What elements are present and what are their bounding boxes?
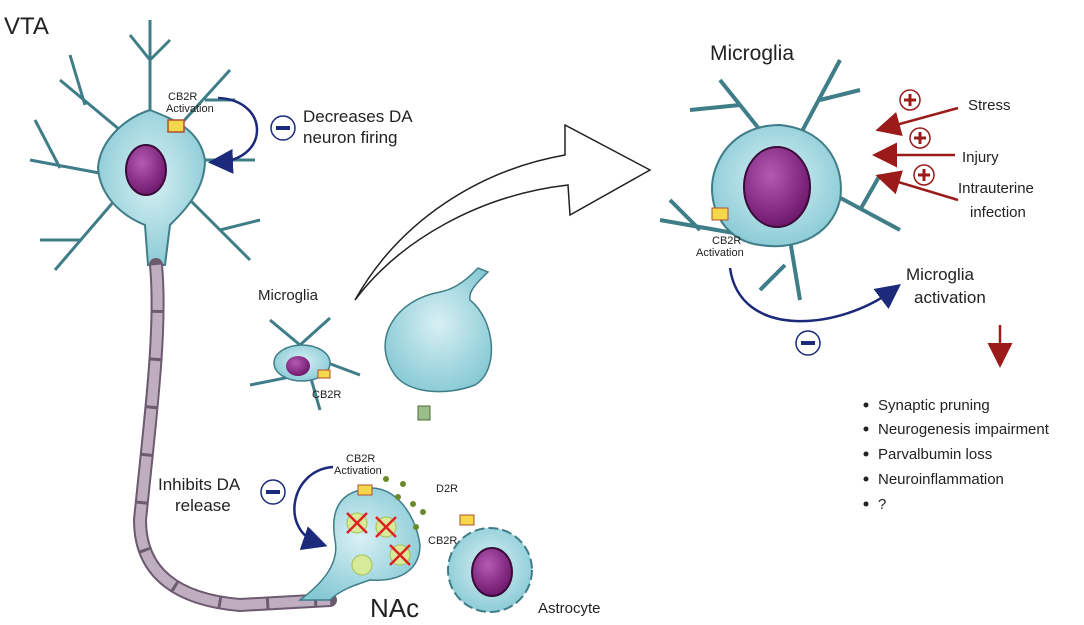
large-microglia: [659, 59, 901, 301]
infection-label: infection: [970, 204, 1026, 221]
vta-neuron: [29, 20, 261, 271]
outcome-list: Synaptic pruning Neurogenesis impairment…: [863, 397, 1050, 513]
cb2r-big-label: CB2R: [712, 235, 741, 247]
cb2r-small-label: CB2R: [312, 389, 341, 401]
small-microglia: [249, 316, 361, 411]
blocked-vesicle-cross-icon: [346, 512, 411, 566]
stress-label: Stress: [968, 97, 1011, 114]
decreases-label-2: neuron firing: [303, 128, 398, 147]
cb2r-receptor-icon: [167, 119, 185, 133]
outcome-item: Synaptic pruning: [878, 397, 990, 414]
astrocyte: [447, 514, 533, 613]
outcome-item: ?: [878, 496, 886, 513]
decreases-label: Decreases DA: [303, 107, 413, 126]
axon: [132, 258, 337, 613]
minus-icon: [795, 330, 821, 356]
plus-icon: [909, 127, 931, 149]
injury-label: Injury: [962, 149, 999, 166]
d2r-receptor-icon: [417, 405, 431, 421]
cb2r-terminal-label: CB2R: [346, 453, 375, 465]
activation-label: Activation: [166, 103, 214, 115]
inhibits-label: Inhibits DA: [158, 475, 241, 494]
outcome-item: Parvalbumin loss: [878, 446, 992, 463]
dopamine-dots: [383, 476, 426, 530]
outcome-item: Neurogenesis impairment: [878, 421, 1050, 438]
cb2r-receptor-icon: [357, 484, 373, 496]
inhibit-arrow: [293, 465, 334, 550]
intrauterine-label: Intrauterine: [958, 180, 1034, 197]
inhibits-label-2: release: [175, 496, 231, 515]
minus-icon: [270, 115, 296, 141]
infection-arrow: [875, 170, 959, 202]
decrease-arrow: [208, 96, 259, 174]
microglia-big-label: Microglia: [710, 42, 794, 65]
postsynaptic-neuron: [384, 267, 493, 393]
zoom-arrow: [354, 123, 652, 301]
vta-nucleus: [125, 144, 167, 196]
microglia-activation-label: Microglia: [906, 265, 975, 284]
plus-icon: [913, 164, 935, 186]
outcome-item: Neuroinflammation: [878, 471, 1004, 488]
nac-label: NAc: [370, 593, 419, 623]
activation-big-label: Activation: [696, 247, 744, 259]
activation-terminal-label: Activation: [334, 465, 382, 477]
microglia-activation-label-2: activation: [914, 288, 986, 307]
astrocyte-label: Astrocyte: [538, 600, 601, 617]
axon-terminal: [297, 487, 421, 601]
microglia-small-label: Microglia: [258, 287, 319, 304]
vta-label: VTA: [4, 13, 49, 40]
plus-icon: [899, 89, 921, 111]
minus-icon: [260, 479, 286, 505]
d2r-label: D2R: [436, 483, 458, 495]
activation-inhibit-arrow: [728, 267, 901, 323]
cb2r-label: CB2R: [168, 91, 197, 103]
cb2r-astro-label: CB2R: [428, 535, 457, 547]
stress-arrow: [875, 106, 959, 137]
